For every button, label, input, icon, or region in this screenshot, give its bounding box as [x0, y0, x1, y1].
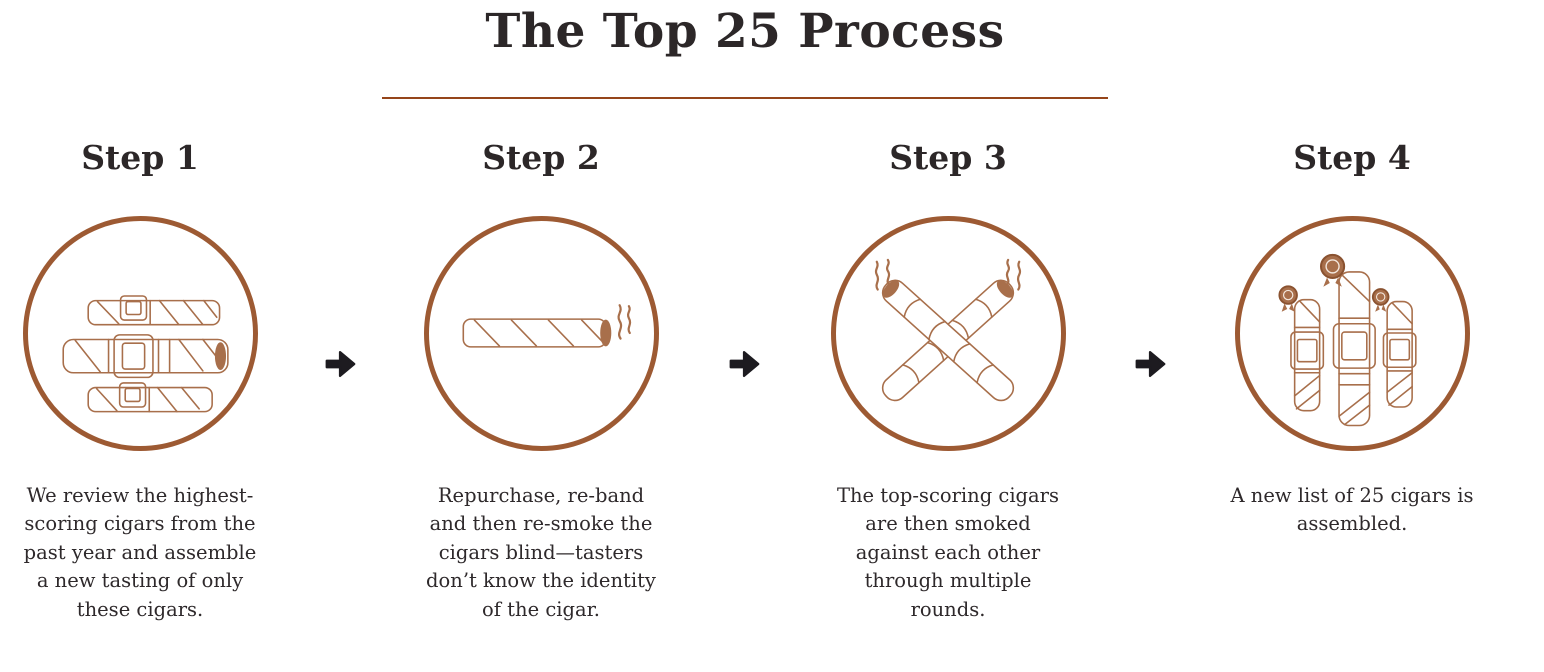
title-divider [382, 97, 1108, 100]
lit-cigar-icon [462, 304, 632, 348]
top25-process-infographic: The Top 25 Process Step 1 [0, 4, 1544, 624]
step-4-description: A new list of 25 cigars is assembled. [1230, 483, 1474, 536]
step-2-column: Step 2 Repurchase, re-band and then [401, 137, 681, 624]
crossed-smoking-cigars-icon [874, 258, 1022, 402]
step-2-description: Repurchase, re-band and then re-smoke th… [426, 483, 656, 621]
header: The Top 25 Process [0, 4, 1490, 100]
awarded-cigars-icon [1278, 253, 1417, 427]
step-3-column: Step 3 [808, 137, 1088, 624]
step-2-icon-circle [423, 215, 659, 451]
arrow-cell-1 [280, 137, 401, 624]
step-4-title: Step 4 [1293, 138, 1411, 178]
three-banded-cigars-icon [62, 295, 229, 413]
step-3-icon-circle [830, 215, 1066, 451]
page-title: The Top 25 Process [485, 4, 1005, 59]
step-1-title: Step 1 [81, 138, 199, 178]
step-4-column: Step 4 [1212, 137, 1492, 624]
step-1-description: We review the highest- scoring cigars fr… [23, 483, 257, 621]
arrow-cell-2 [681, 137, 808, 624]
step-1-icon-circle [22, 215, 258, 451]
right-arrow-icon [729, 351, 760, 378]
right-arrow-icon [325, 351, 356, 378]
arrow-cell-3 [1088, 137, 1212, 624]
step-4-icon-circle [1234, 215, 1470, 451]
process-flow: Step 1 [0, 137, 1544, 624]
right-arrow-icon [1135, 351, 1165, 378]
step-1-column: Step 1 [0, 137, 280, 624]
step-2-title: Step 2 [482, 138, 600, 178]
step-3-title: Step 3 [889, 138, 1007, 178]
step-3-description: The top-scoring cigars are then smoked a… [836, 483, 1059, 621]
